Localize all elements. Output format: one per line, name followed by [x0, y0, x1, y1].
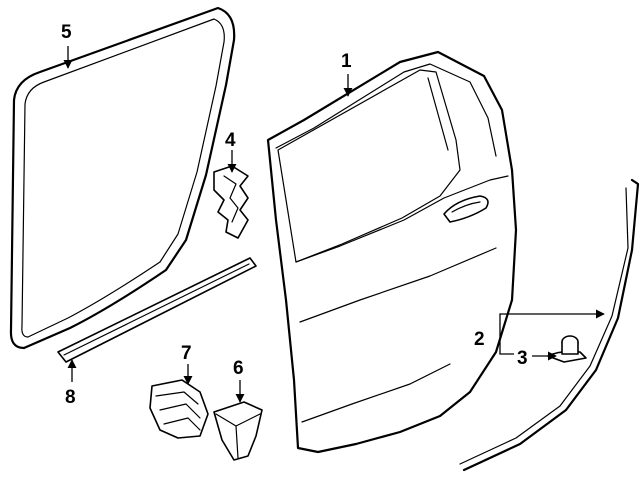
callout-7: 7: [181, 343, 192, 364]
callout-3: 3: [517, 348, 528, 369]
bracket-clip: [213, 165, 249, 239]
door-check-bracket: [149, 379, 209, 439]
pushpin-clip: [547, 335, 587, 363]
callout-1: 1: [341, 51, 352, 72]
rear-door-shell: [266, 50, 518, 454]
callout-6: 6: [233, 358, 244, 379]
door-bumper: [213, 401, 263, 461]
belt-molding: [57, 257, 257, 363]
callout-4: 4: [225, 130, 236, 151]
callout-2: 2: [474, 329, 485, 350]
callout-8: 8: [65, 387, 76, 408]
body-weatherstrip: [459, 178, 640, 472]
callout-5: 5: [61, 22, 72, 43]
leader-lines: [63, 46, 605, 403]
door-weatherstrip: [9, 6, 236, 350]
